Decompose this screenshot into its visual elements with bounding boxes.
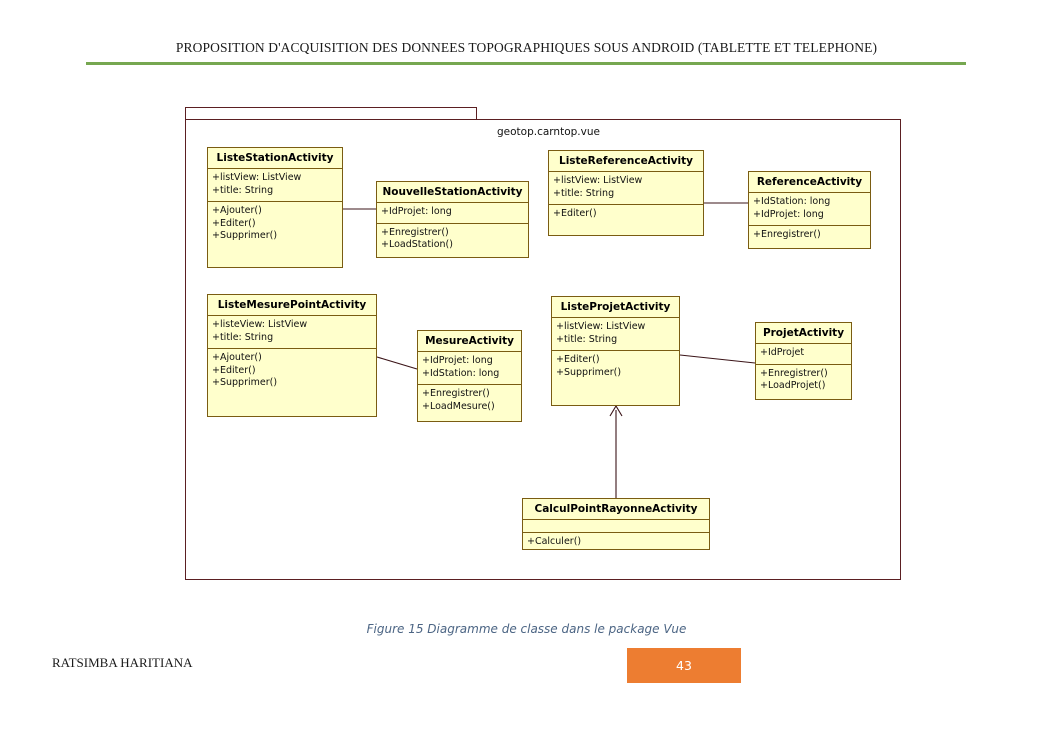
uml-class-name: ListeReferenceActivity — [549, 151, 703, 173]
figure-caption: Figure 15 Diagramme de classe dans le pa… — [366, 622, 687, 636]
uml-operation: +Enregistrer() — [753, 229, 821, 241]
uml-class-listemesurepointactivity[interactable]: ListeMesurePointActivity +listeView: Lis… — [207, 294, 377, 417]
uml-attributes-compartment: +listeView: ListView +title: String — [208, 316, 376, 350]
uml-operation: +LoadStation() — [381, 239, 453, 251]
uml-attribute: +listeView: ListView — [212, 319, 308, 331]
uml-class-listestationactivity[interactable]: ListeStationActivity +listView: ListView… — [207, 147, 343, 268]
uml-operation: +LoadProjet() — [760, 380, 826, 392]
uml-operation: +Enregistrer() — [422, 388, 490, 400]
uml-attribute: +listView: ListView — [553, 175, 643, 187]
uml-operation: +Editer() — [553, 208, 597, 220]
uml-attribute: +IdStation: long — [753, 196, 831, 208]
package-tab — [185, 107, 477, 121]
uml-operation: +Ajouter() — [212, 352, 262, 364]
uml-operations-compartment: +Enregistrer() — [749, 226, 870, 246]
uml-attribute: +IdProjet: long — [753, 208, 824, 220]
uml-class-name: ListeStationActivity — [208, 148, 342, 170]
uml-attribute: +listView: ListView — [556, 321, 646, 333]
uml-class-listereferenceactivity[interactable]: ListeReferenceActivity +listView: ListVi… — [548, 150, 704, 236]
uml-class-referenceactivity[interactable]: ReferenceActivity +IdStation: long +IdPr… — [748, 171, 871, 249]
uml-class-name: MesureActivity — [418, 331, 521, 353]
uml-attributes-compartment: +listView: ListView +title: String — [208, 169, 342, 203]
uml-operations-compartment: +Enregistrer() +LoadStation() — [377, 224, 528, 256]
uml-attribute: +title: String — [212, 331, 274, 343]
uml-attribute: +title: String — [556, 333, 618, 345]
uml-operations-compartment: +Calculer() — [523, 533, 709, 553]
uml-class-name: ListeMesurePointActivity — [208, 295, 376, 317]
uml-operations-compartment: +Ajouter() +Editer() +Supprimer() — [208, 202, 342, 247]
uml-attribute: +IdProjet: long — [381, 206, 452, 218]
uml-operation: +Ajouter() — [212, 205, 262, 217]
uml-operation: +Editer() — [212, 217, 256, 229]
package-label: geotop.carntop.vue — [497, 126, 600, 138]
uml-attributes-compartment: +IdProjet: long — [377, 203, 528, 224]
page-number-box: 43 — [627, 648, 741, 683]
footer-author: RATSIMBA HARITIANA — [52, 655, 193, 670]
uml-class-name: ProjetActivity — [756, 323, 851, 345]
uml-attributes-compartment — [523, 520, 709, 534]
uml-operation: +Editer() — [556, 354, 600, 366]
uml-operations-compartment: +Editer() — [549, 205, 703, 225]
page-title: PROPOSITION D'ACQUISITION DES DONNEES TO… — [175, 40, 878, 55]
uml-operation: +Enregistrer() — [760, 367, 828, 379]
uml-attribute: +IdProjet — [760, 347, 805, 359]
uml-class-name: CalculPointRayonneActivity — [523, 499, 709, 521]
uml-operation: +Editer() — [212, 364, 256, 376]
uml-operations-compartment: +Editer() +Supprimer() — [552, 351, 679, 383]
uml-attribute: +IdStation: long — [422, 367, 500, 379]
uml-class-name: ReferenceActivity — [749, 172, 870, 194]
uml-operation: +Supprimer() — [212, 377, 278, 389]
header-divider-rule — [86, 62, 966, 65]
uml-class-projetactivity[interactable]: ProjetActivity +IdProjet +Enregistrer() … — [755, 322, 852, 400]
uml-attributes-compartment: +listView: ListView +title: String — [549, 172, 703, 206]
uml-attribute: +listView: ListView — [212, 172, 302, 184]
uml-attributes-compartment: +IdProjet: long +IdStation: long — [418, 352, 521, 386]
uml-operation: +Supprimer() — [212, 230, 278, 242]
uml-operations-compartment: +Enregistrer() +LoadMesure() — [418, 385, 521, 417]
page-header: PROPOSITION D'ACQUISITION DES DONNEES TO… — [0, 0, 1053, 70]
uml-operation: +Calculer() — [527, 536, 582, 548]
uml-attribute: +title: String — [553, 187, 615, 199]
uml-class-mesureactivity[interactable]: MesureActivity +IdProjet: long +IdStatio… — [417, 330, 522, 422]
uml-class-listeprojetactivity[interactable]: ListeProjetActivity +listView: ListView … — [551, 296, 680, 406]
uml-attributes-compartment: +listView: ListView +title: String — [552, 318, 679, 352]
uml-class-name: NouvelleStationActivity — [377, 182, 528, 204]
page-number: 43 — [676, 658, 692, 673]
uml-operation: +Supprimer() — [556, 366, 622, 378]
uml-class-calculpointrayonneactivity[interactable]: CalculPointRayonneActivity +Calculer() — [522, 498, 710, 550]
uml-operations-compartment: +Ajouter() +Editer() +Supprimer() — [208, 349, 376, 394]
uml-class-name: ListeProjetActivity — [552, 297, 679, 319]
uml-class-nouvellestationactivity[interactable]: NouvelleStationActivity +IdProjet: long … — [376, 181, 529, 258]
uml-attribute: +title: String — [212, 184, 274, 196]
uml-attributes-compartment: +IdProjet — [756, 344, 851, 365]
uml-operation: +Enregistrer() — [381, 226, 449, 238]
uml-operations-compartment: +Enregistrer() +LoadProjet() — [756, 365, 851, 397]
uml-attributes-compartment: +IdStation: long +IdProjet: long — [749, 193, 870, 227]
uml-operation: +LoadMesure() — [422, 400, 495, 412]
uml-attribute: +IdProjet: long — [422, 355, 493, 367]
